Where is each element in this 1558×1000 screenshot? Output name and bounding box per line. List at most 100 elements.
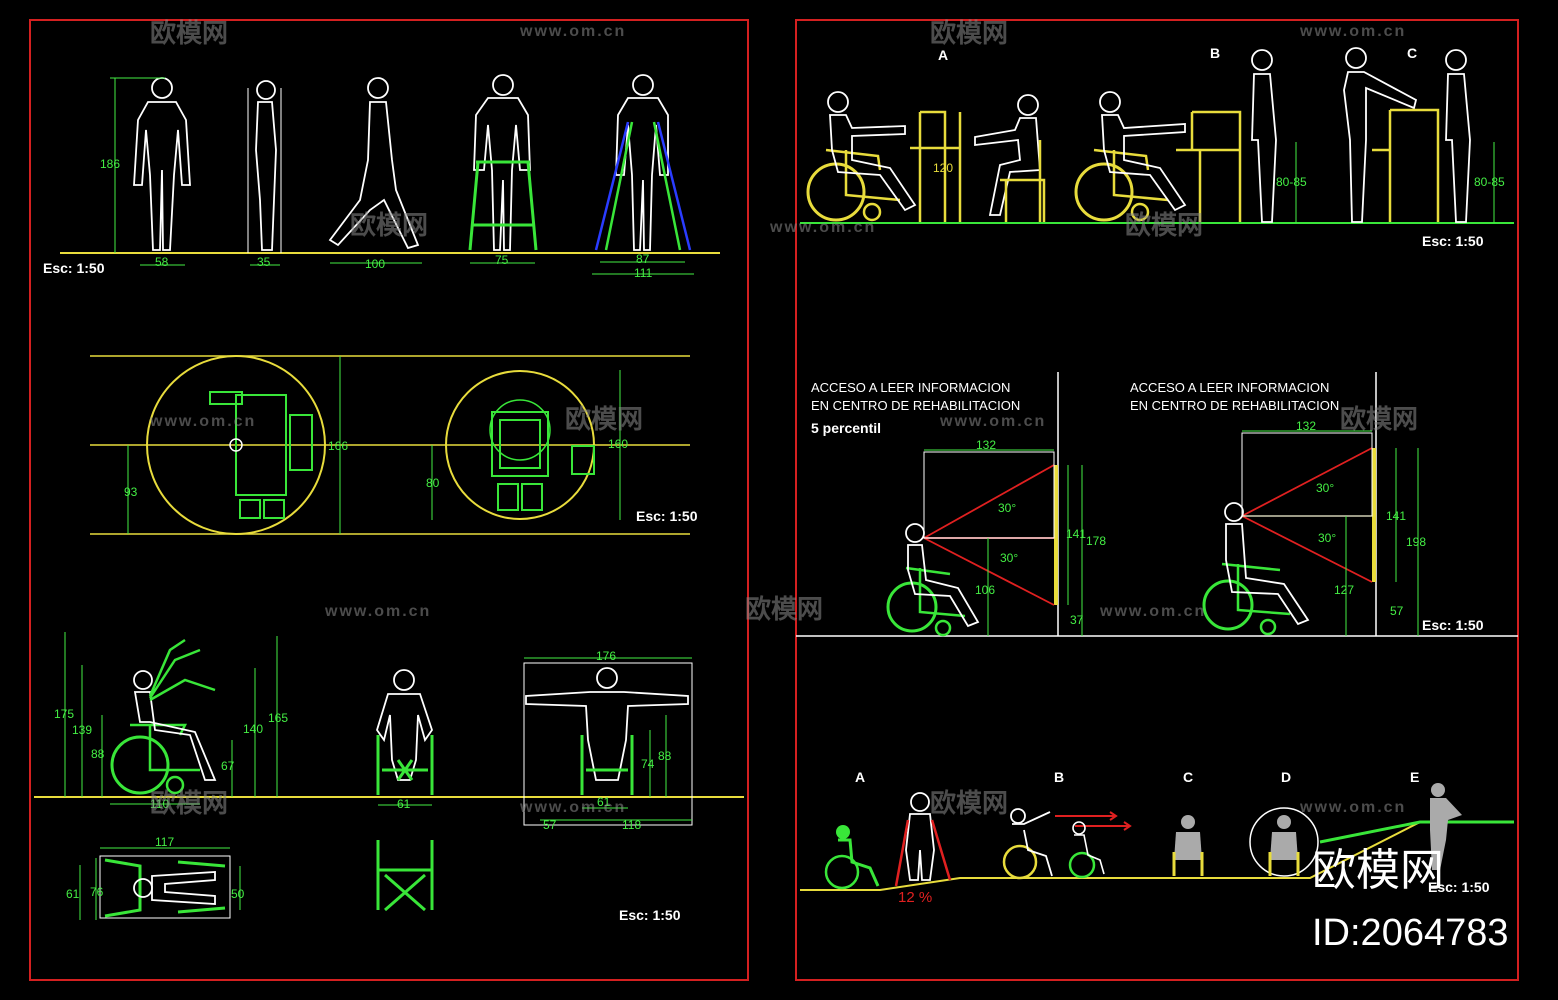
sightline-scene-2: 132 30° 30° 141 198 127 57 bbox=[1202, 372, 1426, 636]
dim-w1-bottom-left: 110 bbox=[150, 797, 169, 811]
dim-mid2-a2: 30° bbox=[1318, 531, 1336, 545]
label-C-top: C bbox=[1407, 45, 1417, 61]
dim-mid1-h3: 106 bbox=[975, 583, 995, 597]
dim-mid2-h3: 127 bbox=[1334, 583, 1354, 597]
dim-w4: 75 bbox=[495, 253, 509, 267]
turning-circle-1 bbox=[146, 355, 326, 535]
dim-h1: 175 bbox=[54, 707, 74, 721]
sightline-scene-1: 132 30° 30° 141 178 106 37 bbox=[886, 372, 1106, 637]
watermark-url: www.om.cn bbox=[769, 219, 876, 236]
wheelchair-side bbox=[110, 638, 217, 795]
watermark-url: www.om.cn bbox=[324, 603, 431, 620]
caption-2-line2: EN CENTRO DE REHABILITACION bbox=[1130, 398, 1339, 413]
ramp-figure-E bbox=[1430, 783, 1462, 870]
wheelchair-folded-front bbox=[376, 840, 434, 912]
watermark-url: www.om.cn bbox=[519, 799, 626, 816]
label-D-bottom: D bbox=[1281, 769, 1291, 785]
caption-2-line1: ACCESO A LEER INFORMACION bbox=[1130, 380, 1329, 395]
scale-label-right-bottom: Esc: 1:50 bbox=[1428, 879, 1490, 895]
left-sheet-frame bbox=[29, 19, 749, 981]
scale-label-right-top: Esc: 1:50 bbox=[1422, 233, 1484, 249]
dim-w1-bottom-mid: 61 bbox=[397, 797, 411, 811]
dim-h3: 88 bbox=[91, 747, 105, 761]
caption-1-line1: ACCESO A LEER INFORMACION bbox=[811, 380, 1010, 395]
dim-h2-bottom-right: 88 bbox=[658, 749, 672, 763]
dim-mid1-h4: 37 bbox=[1070, 613, 1084, 627]
caption-1-line2: EN CENTRO DE REHABILITACION bbox=[811, 398, 1020, 413]
stamp-id: ID:2064783 bbox=[1312, 912, 1509, 954]
scale-label-bottom: Esc: 1:50 bbox=[619, 907, 681, 923]
stamp: 欧模网 ID:2064783 bbox=[1312, 846, 1509, 954]
dim-mid1-a2: 30° bbox=[1000, 551, 1018, 565]
dim-top-d3: 80-85 bbox=[1474, 175, 1505, 189]
walking-figure bbox=[328, 77, 420, 250]
dim-mid1-h2: 178 bbox=[1086, 534, 1106, 548]
watermark-brand: 欧模网 bbox=[1340, 404, 1418, 434]
dim-mid1-w: 132 bbox=[976, 438, 996, 452]
dim-mid2-a1: 30° bbox=[1316, 481, 1334, 495]
watermark-brand: 欧模网 bbox=[930, 18, 1008, 48]
ramp-figure-A bbox=[824, 825, 880, 890]
dim-plan-w1: 117 bbox=[155, 835, 174, 849]
label-A-bottom: A bbox=[855, 769, 865, 785]
right-top-row: A B C 120 bbox=[800, 45, 1514, 249]
dim-w3-bottom-right: 118 bbox=[622, 818, 641, 832]
watermark-url: www.om.cn bbox=[1299, 799, 1406, 816]
dim-d4: 160 bbox=[608, 437, 628, 451]
watermark-brand: 欧模网 bbox=[150, 788, 228, 818]
dim-w4-bottom-right: 61 bbox=[597, 795, 611, 809]
scale-label-right-middle: Esc: 1:50 bbox=[1422, 617, 1484, 633]
standing-figure-side bbox=[255, 80, 277, 251]
wheelchair-plan-top bbox=[99, 855, 231, 919]
dim-h2: 139 bbox=[72, 723, 92, 737]
dim-w5a: 87 bbox=[636, 252, 650, 266]
watermark-url: www.om.cn bbox=[519, 23, 626, 40]
watermark-brand: 欧模网 bbox=[350, 210, 428, 240]
dim-w5b: 111 bbox=[634, 266, 653, 280]
dim-plan-h2: 76 bbox=[90, 885, 104, 899]
right-middle-row: ACCESO A LEER INFORMACION EN CENTRO DE R… bbox=[796, 372, 1518, 637]
crutches bbox=[594, 121, 692, 251]
slope-label: 12 % bbox=[898, 889, 932, 906]
watermark-url: www.om.cn bbox=[939, 413, 1046, 430]
dim-w2: 35 bbox=[257, 255, 271, 269]
watermark-url: www.om.cn bbox=[149, 413, 256, 430]
wheelchair-plan-2 bbox=[491, 411, 595, 511]
wheelchair-arms-spread bbox=[525, 667, 689, 795]
scale-label-top: Esc: 1:50 bbox=[43, 260, 105, 276]
watermarks: 欧模网 www.om.cn 欧模网 www.om.cn 欧模网 www.om.c… bbox=[149, 18, 1418, 818]
watermark-url: www.om.cn bbox=[1099, 603, 1206, 620]
ramp-figure-C bbox=[1172, 815, 1204, 876]
wheelchair-front bbox=[376, 669, 434, 795]
dim-d3: 80 bbox=[426, 476, 440, 490]
dim-w3: 100 bbox=[365, 257, 385, 271]
dim-plan-h1: 61 bbox=[66, 887, 80, 901]
label-E-bottom: E bbox=[1410, 769, 1419, 785]
dim-mid2-h2: 198 bbox=[1406, 535, 1426, 549]
left-top-row: 186 58 35 100 75 bbox=[43, 74, 720, 280]
dim-h1-bottom-right: 74 bbox=[641, 757, 655, 771]
label-C-bottom: C bbox=[1183, 769, 1193, 785]
ramp-figure-crutches: 12 % bbox=[894, 792, 952, 906]
watermark-brand: 欧模网 bbox=[565, 404, 643, 434]
watermark-brand: 欧模网 bbox=[150, 18, 228, 48]
label-B-bottom: B bbox=[1054, 769, 1064, 785]
dim-mid1-h1: 141 bbox=[1066, 527, 1086, 541]
dim-top-d1: 120 bbox=[933, 161, 953, 175]
ramp-figure-D bbox=[1249, 807, 1319, 877]
dim-w1-bottom-right: 176 bbox=[596, 649, 616, 663]
dim-height: 186 bbox=[100, 157, 120, 171]
scene-C-counter: 80-85 bbox=[1343, 47, 1505, 223]
label-A-top: A bbox=[938, 47, 948, 63]
dim-d1: 93 bbox=[124, 485, 138, 499]
dim-h4: 140 bbox=[243, 722, 263, 736]
left-middle-row: 93 166 80 160 Esc: 1:50 bbox=[90, 355, 698, 535]
stamp-brand: 欧模网 bbox=[1312, 846, 1444, 895]
dim-d2: 166 bbox=[328, 439, 348, 453]
scene-B-counter: 80-85 bbox=[1074, 49, 1307, 223]
walker-frame bbox=[468, 160, 538, 251]
right-sheet-frame bbox=[795, 19, 1519, 981]
watermark-url: www.om.cn bbox=[1299, 23, 1406, 40]
dim-w1: 58 bbox=[155, 255, 169, 269]
watermark-brand: 欧模网 bbox=[930, 788, 1008, 818]
